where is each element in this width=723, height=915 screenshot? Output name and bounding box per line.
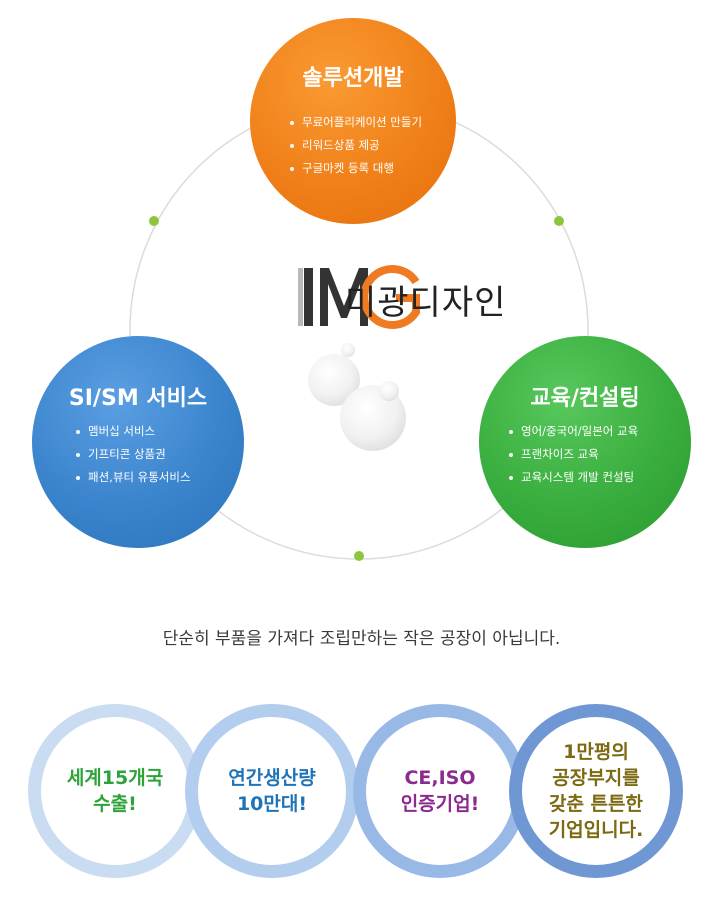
connector-dot	[149, 216, 159, 226]
node-item: 기프티콘 상품권	[74, 443, 191, 466]
decorative-bubble	[340, 385, 406, 451]
feature-ring-production: 연간생산량 10만대!	[185, 704, 359, 878]
node-item: 구글마켓 등록 대행	[288, 157, 422, 180]
feature-text: 세계15개국 수출!	[66, 767, 164, 815]
node-item: 교육시스템 개발 컨설팅	[507, 466, 638, 489]
connector-dot	[354, 551, 364, 561]
node-item: 멤버십 서비스	[74, 420, 191, 443]
node-item: 리워드상품 제공	[288, 134, 422, 157]
img-logo	[298, 265, 420, 329]
node-solution-development: 솔루션개발 무료어플리케이션 만들기 리워드상품 제공 구글마켓 등록 대행	[250, 18, 456, 224]
node-item: 패션,뷰티 유통서비스	[74, 466, 191, 489]
node-title: SI/SM 서비스	[68, 386, 208, 411]
node-item: 무료어플리케이션 만들기	[288, 111, 422, 134]
decorative-bubble	[308, 354, 360, 406]
company-name: 미광디자인	[345, 283, 507, 323]
node-item: 프랜차이즈 교육	[507, 443, 638, 466]
tagline: 단순히 부품을 가져다 조립만하는 작은 공장이 아닙니다.	[162, 629, 561, 649]
node-item-list: 영어/중국어/일본어 교육 프랜차이즈 교육 교육시스템 개발 컨설팅	[507, 420, 638, 489]
feature-ring-certification: CE,ISO 인증기업!	[353, 704, 527, 878]
node-item-list: 멤버십 서비스 기프티콘 상품권 패션,뷰티 유통서비스	[74, 420, 191, 489]
connector-dot	[554, 216, 564, 226]
feature-ring-factory: 1만평의 공장부지를 갖춘 튼튼한 기업입니다.	[509, 704, 683, 878]
node-si-sm-service: SI/SM 서비스 멤버십 서비스 기프티콘 상품권 패션,뷰티 유통서비스	[32, 336, 244, 548]
node-item-list: 무료어플리케이션 만들기 리워드상품 제공 구글마켓 등록 대행	[288, 111, 422, 180]
decorative-bubble	[341, 343, 355, 357]
node-education-consulting: 교육/컨설팅 영어/중국어/일본어 교육 프랜차이즈 교육 교육시스템 개발 컨…	[479, 336, 691, 548]
feature-ring-export: 세계15개국 수출!	[28, 704, 202, 878]
feature-text: 연간생산량 10만대!	[228, 767, 316, 815]
feature-text: 1만평의 공장부지를 갖춘 튼튼한 기업입니다.	[548, 741, 644, 841]
decorative-bubble	[379, 381, 399, 401]
node-title: 솔루션개발	[302, 66, 404, 91]
feature-text: CE,ISO 인증기업!	[400, 767, 480, 815]
node-title: 교육/컨설팅	[530, 386, 640, 411]
node-item: 영어/중국어/일본어 교육	[507, 420, 638, 443]
